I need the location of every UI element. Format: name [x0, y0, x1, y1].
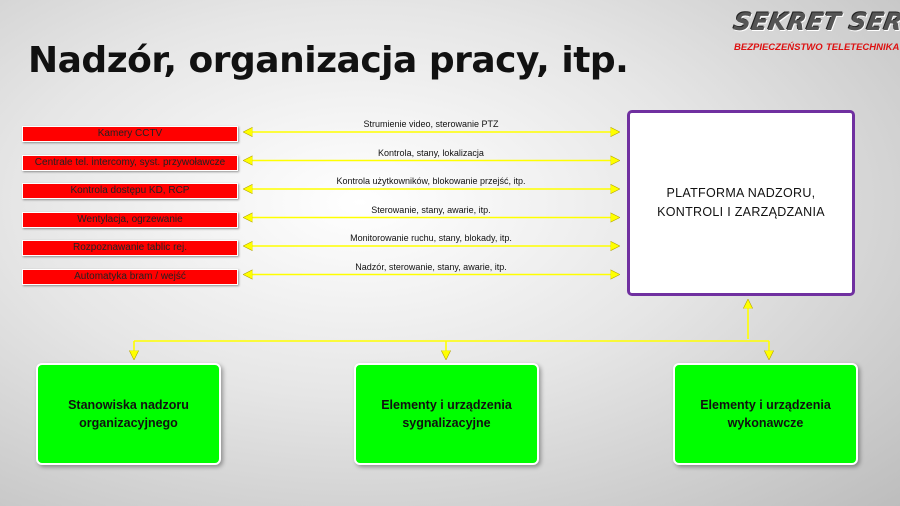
connection-label: Monitorowanie ruchu, stany, blokady, itp…: [350, 233, 512, 243]
output-label: Stanowiska nadzoru organizacyjnego: [68, 398, 189, 430]
system-box: Kontrola dostępu KD, RCP: [22, 183, 238, 199]
connection-label: Kontrola użytkowników, blokowanie przejś…: [336, 176, 526, 186]
connection-label: Strumienie video, sterowanie PTZ: [363, 119, 499, 129]
output-label: Elementy i urządzenia wykonawcze: [700, 398, 831, 430]
platform-label: PLATFORMA NADZORU, KONTROLI I ZARZĄDZANI…: [657, 186, 825, 219]
connection-label: Sterowanie, stany, awarie, itp.: [371, 204, 491, 215]
system-box: Automatyka bram / wejść: [22, 268, 238, 285]
output-label: Elementy i urządzenia sygnalizacyjne: [381, 398, 512, 430]
output-box-signaling-devices: Elementy i urządzenia sygnalizacyjne: [354, 363, 539, 465]
platform-box: PLATFORMA NADZORU, KONTROLI I ZARZĄDZANI…: [627, 110, 855, 296]
output-box-supervision-stations: Stanowiska nadzoru organizacyjnego: [36, 363, 221, 465]
connection-label: Nadzór, sterowanie, stany, awarie, itp.: [355, 261, 507, 272]
company-logo: SEKRET SERWIS BEZPIECZEŃSTWO TELETECHNIK…: [730, 8, 900, 58]
system-box: Kamery CCTV: [22, 126, 238, 142]
logo-tagline-left: BEZPIECZEŃSTWO: [734, 42, 823, 53]
output-box-executive-devices: Elementy i urządzenia wykonawcze: [673, 363, 858, 465]
system-box: Wentylacja, ogrzewanie: [22, 211, 238, 228]
system-box: Centrale tel. intercomy, syst. przywoław…: [22, 154, 238, 171]
system-box: Rozpoznawanie tablic rej.: [22, 240, 238, 256]
logo-tagline-right: TELETECHNIKA: [826, 42, 900, 53]
page-title: Nadzór, organizacja pracy, itp.: [28, 40, 629, 81]
connection-label: Kontrola, stany, lokalizacja: [378, 147, 484, 158]
